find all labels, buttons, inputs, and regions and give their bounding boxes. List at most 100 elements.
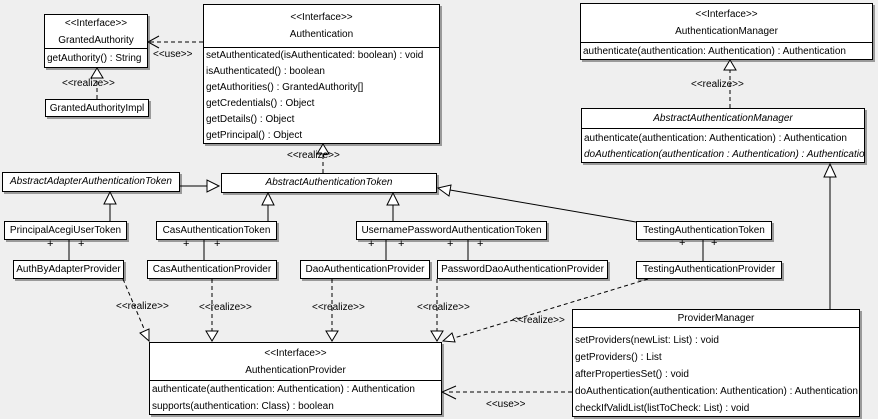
- class-method: authenticate(authentication: Authenticat…: [584, 133, 847, 144]
- class-box-dao-authentication-provider[interactable]: DaoAuthenticationProvider: [300, 260, 430, 279]
- hollow-triangle-icon: [386, 191, 400, 206]
- class-box-testing-authentication-token[interactable]: TestingAuthenticationToken: [636, 221, 772, 240]
- class-name: Authentication: [289, 29, 354, 40]
- class-name: AbstractAuthenticationManager: [653, 113, 793, 124]
- hollow-triangle-icon: [139, 328, 150, 343]
- class-name: TestingAuthenticationToken: [643, 225, 765, 236]
- assoc-end-plus: +: [679, 237, 686, 249]
- class-method: authenticate(authentication: Authenticat…: [152, 384, 415, 395]
- class-box-auth-by-adapter-provider[interactable]: AuthByAdapterProvider: [13, 260, 124, 279]
- class-name: ProviderManager: [677, 313, 755, 324]
- edge-label-realize: <<realize>>: [417, 302, 470, 313]
- edge-label-realize: <<realize>>: [312, 302, 365, 313]
- class-box-abstract-adapter-authentication-token[interactable]: AbstractAdapterAuthenticationToken: [2, 172, 180, 192]
- assoc-end-plus: +: [447, 238, 454, 250]
- class-name: PasswordDaoAuthenticationProvider: [441, 264, 604, 275]
- class-method: supports(authentication: Class) : boolea…: [152, 401, 334, 412]
- class-method: getPrincipal() : Object: [206, 130, 303, 141]
- class-method: getAuthorities() : GrantedAuthority[]: [206, 82, 364, 93]
- class-stereotype: <<Interface>>: [695, 9, 758, 20]
- class-name: DaoAuthenticationProvider: [305, 264, 425, 275]
- class-box-testing-authentication-provider[interactable]: TestingAuthenticationProvider: [636, 261, 782, 279]
- class-box-abstract-authentication-token[interactable]: AbstractAuthenticationToken: [221, 173, 437, 193]
- class-method: getProviders() : List: [575, 352, 662, 363]
- class-box-granted-authority[interactable]: <<Interface>> GrantedAuthority getAuthor…: [44, 14, 148, 68]
- class-name: AuthByAdapterProvider: [16, 264, 121, 275]
- assoc-end-plus: +: [477, 238, 484, 250]
- class-method: checkIfValidList(listToCheck: List) : vo…: [575, 403, 750, 414]
- class-method: getAuthority() : String: [47, 53, 142, 64]
- edge-label-use: <<use>>: [153, 49, 193, 60]
- class-name: AuthenticationManager: [675, 26, 778, 37]
- edge-label-realize: <<realize>>: [512, 315, 565, 326]
- hollow-triangle-icon: [441, 332, 456, 343]
- open-arrowhead-icon: [440, 385, 457, 400]
- assoc-end-plus: +: [183, 238, 190, 250]
- hollow-triangle-icon: [823, 162, 837, 178]
- class-method: doAuthentication(authentication : Authen…: [584, 149, 864, 160]
- edge-gen-testing-authentication-token[interactable]: [436, 184, 637, 223]
- assoc-end-plus: +: [47, 238, 54, 250]
- class-name: CasAuthenticationProvider: [152, 264, 272, 275]
- class-box-cas-authentication-provider[interactable]: CasAuthenticationProvider: [147, 260, 277, 279]
- class-method: setAuthenticated(isAuthenticated: boolea…: [206, 50, 424, 61]
- class-name: AbstractAdapterAuthenticationToken: [10, 176, 172, 187]
- class-box-provider-manager[interactable]: ProviderManager setProviders(newList: Li…: [572, 309, 860, 417]
- class-name: CasAuthenticationToken: [162, 225, 271, 236]
- edge-line: [449, 189, 637, 223]
- class-stereotype: <<Interface>>: [64, 18, 128, 29]
- class-box-abstract-authentication-manager[interactable]: AbstractAuthenticationManager authentica…: [581, 108, 865, 163]
- class-method: getDetails() : Object: [206, 114, 295, 125]
- class-name: PrincipalAcegiUserToken: [9, 225, 122, 236]
- edge-gen-provider-manager[interactable]: [823, 162, 837, 309]
- hollow-triangle-icon: [436, 184, 452, 197]
- hollow-triangle-icon: [325, 330, 339, 342]
- class-method: isAuthenticated() : boolean: [206, 66, 325, 77]
- assoc-end-plus: +: [711, 237, 718, 249]
- hollow-triangle-icon: [103, 190, 117, 205]
- class-name: TestingAuthenticationProvider: [642, 264, 776, 275]
- hollow-triangle-icon: [205, 330, 219, 342]
- edge-label-realize: <<realize>>: [287, 150, 340, 161]
- assoc-end-plus: +: [368, 238, 375, 250]
- class-box-principal-acegi-user-token[interactable]: PrincipalAcegiUserToken: [4, 221, 127, 240]
- class-stereotype: <<Interface>>: [290, 12, 353, 23]
- class-box-granted-authority-impl[interactable]: GrantedAuthorityImpl: [45, 99, 149, 117]
- edge-gen-username-password-token[interactable]: [386, 191, 400, 221]
- edge-label-realize: <<realize>>: [62, 78, 115, 89]
- edge-label-use: <<use>>: [486, 399, 526, 410]
- edge-gen-cas-authentication-token[interactable]: [261, 191, 275, 221]
- class-method: afterPropertiesSet() : void: [575, 369, 689, 380]
- class-name: AbstractAuthenticationToken: [265, 177, 393, 188]
- hollow-triangle-icon: [206, 179, 221, 193]
- edge-use-provider-manager-to-authentication-provider[interactable]: [440, 385, 572, 400]
- class-box-password-dao-authentication-provider[interactable]: PasswordDaoAuthenticationProvider: [437, 260, 608, 279]
- class-box-cas-authentication-token[interactable]: CasAuthenticationToken: [156, 221, 277, 240]
- hollow-triangle-icon: [723, 59, 737, 71]
- edge-gen-principal-acegi-user-token[interactable]: [103, 190, 117, 221]
- edge-gen-abstract-adapter-token[interactable]: [180, 179, 221, 193]
- class-name: GrantedAuthority: [58, 35, 134, 46]
- edge-label-realize: <<realize>>: [199, 302, 252, 313]
- class-box-authentication[interactable]: <<Interface>> Authentication setAuthenti…: [203, 4, 440, 144]
- edge-use-authentication-to-granted-authority[interactable]: [146, 35, 203, 49]
- class-name: GrantedAuthorityImpl: [49, 103, 145, 114]
- class-box-authentication-manager[interactable]: <<Interface>> AuthenticationManager auth…: [580, 3, 873, 60]
- class-stereotype: <<Interface>>: [264, 348, 327, 359]
- class-box-authentication-provider[interactable]: <<Interface>> AuthenticationProvider aut…: [149, 342, 442, 415]
- assoc-end-plus: +: [398, 238, 405, 250]
- hollow-triangle-icon: [261, 191, 275, 206]
- class-method: getCredentials() : Object: [206, 98, 315, 109]
- hollow-triangle-icon: [90, 67, 104, 79]
- class-method: setProviders(newList: List) : void: [575, 335, 719, 346]
- class-method: authenticate(authentication: Authenticat…: [583, 46, 846, 57]
- assoc-end-plus: +: [214, 238, 221, 250]
- open-arrowhead-icon: [146, 35, 160, 49]
- assoc-end-plus: +: [78, 238, 85, 250]
- class-name: AuthenticationProvider: [245, 365, 346, 376]
- edge-label-realize: <<realize>>: [116, 301, 169, 312]
- edge-label-realize: <<realize>>: [691, 79, 744, 90]
- class-name: UsernamePasswordAuthenticationToken: [361, 225, 542, 236]
- hollow-triangle-icon: [430, 330, 444, 342]
